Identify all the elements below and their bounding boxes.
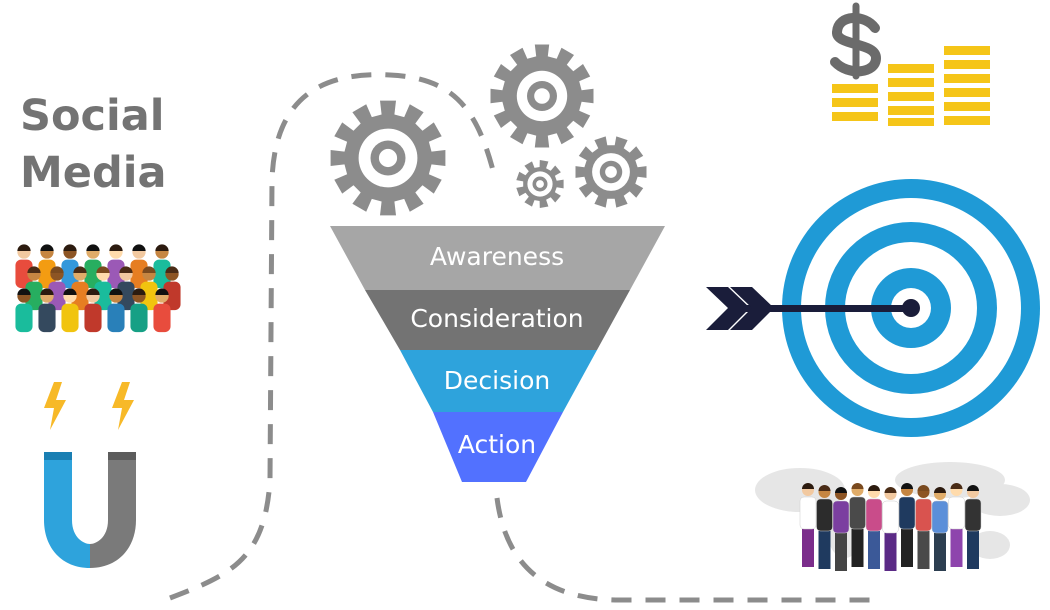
funnel-label-awareness: Awareness <box>430 242 564 271</box>
lightning-icon <box>112 382 134 430</box>
funnel-stage-awareness <box>330 226 665 290</box>
crowd-illustration <box>15 244 181 333</box>
gear-icon <box>516 160 564 208</box>
heading-line-2: Media <box>20 148 167 198</box>
arrow-icon <box>706 287 914 330</box>
lightning-icon <box>44 382 66 430</box>
funnel-stage-decision <box>400 350 597 412</box>
funnel-stage-action <box>433 412 563 482</box>
funnel-label-decision: Decision <box>444 366 550 395</box>
gear-icon <box>575 136 647 208</box>
funnel: Awareness Consideration Decision Action <box>330 226 665 482</box>
magnet-icon <box>44 452 136 568</box>
dollar-icon <box>830 2 882 80</box>
dashed-journey-path <box>169 72 498 601</box>
coin-stack-icon <box>832 46 990 126</box>
funnel-label-consideration: Consideration <box>410 304 583 333</box>
heading-line-1: Social <box>20 91 165 141</box>
gear-icon <box>490 44 594 148</box>
social-media-heading: Social Media <box>20 88 167 202</box>
gear-icon <box>330 100 446 216</box>
people-group-illustration <box>799 483 982 571</box>
funnel-stage-consideration <box>365 290 630 350</box>
funnel-label-action: Action <box>458 430 536 459</box>
